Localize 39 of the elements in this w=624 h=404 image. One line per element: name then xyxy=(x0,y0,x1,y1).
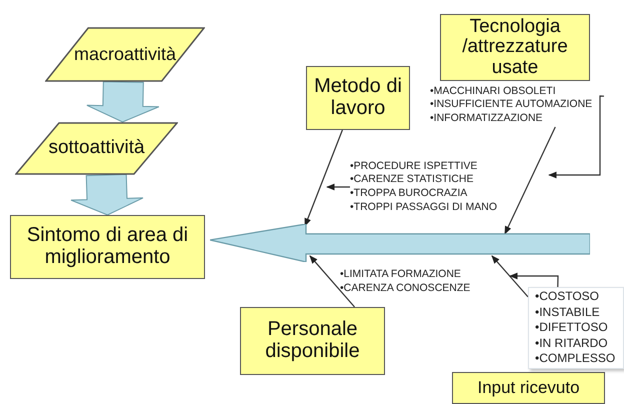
process-box xyxy=(10,215,205,279)
process-box xyxy=(240,307,385,375)
bullet-item: •COSTOSO xyxy=(535,289,599,305)
connector-arrow xyxy=(491,255,528,298)
bullet-item: •INSUFFICIENTE AUTOMAZIONE xyxy=(430,98,592,112)
bullet-item: •CARENZA CONOSCENZE xyxy=(340,282,470,296)
node-label: Tecnologia /attrezzature usate xyxy=(461,16,569,78)
arrow xyxy=(509,272,559,288)
large-arrow-shape xyxy=(210,224,590,262)
connector-arrow xyxy=(309,255,355,308)
bullet-item: •INSTABILE xyxy=(535,304,600,320)
bullet-item: •COMPLESSO xyxy=(535,351,616,367)
bullet-item: •INFORMATIZZAZIONE xyxy=(430,112,543,126)
bullet-item: •IN RITARDO xyxy=(535,336,608,352)
block-arrow xyxy=(86,81,160,123)
bullet-item: •MACCHINARI OBSOLETI xyxy=(430,84,556,98)
arrow xyxy=(326,184,350,190)
connector-arrow xyxy=(504,126,556,235)
process-box xyxy=(440,14,590,81)
node-label: Sintomo di area di miglioramento xyxy=(26,225,190,269)
node-label: Personale disponibile xyxy=(264,319,361,363)
bullet-item: •LIMITATA FORMAZIONE xyxy=(340,268,461,282)
bullet-item: •PROCEDURE ISPETTIVE xyxy=(350,160,478,174)
bullet-list-card xyxy=(528,287,624,369)
node-label: sottoattività xyxy=(47,138,146,159)
bullet-item: •TROPPA BUROCRAZIA xyxy=(350,187,468,201)
process-box xyxy=(306,66,410,130)
node-label: Metodo di lavoro xyxy=(313,76,403,120)
block-arrow xyxy=(70,174,144,216)
bullet-item: •CARENZE STATISTICHE xyxy=(350,173,474,187)
arrow xyxy=(548,95,604,178)
parallelogram-box xyxy=(45,27,205,82)
bullet-item: •DIFETTOSO xyxy=(535,320,608,336)
connector-arrow xyxy=(304,130,343,227)
bullet-item: •TROPPI PASSAGGI DI MANO xyxy=(350,200,498,214)
parallelogram-box xyxy=(15,122,178,175)
process-box xyxy=(452,372,605,404)
node-label: macroattività xyxy=(72,44,178,64)
node-label: Input ricevuto xyxy=(476,378,581,398)
